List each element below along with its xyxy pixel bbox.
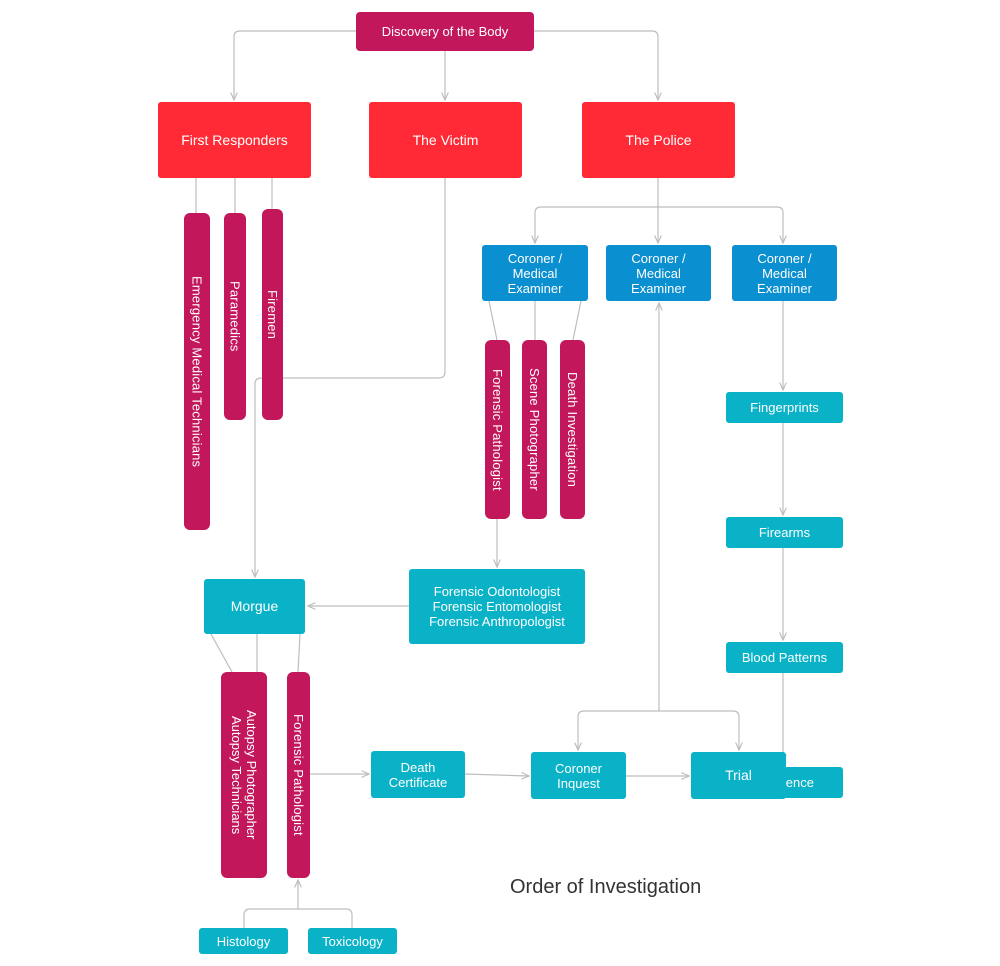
label-scene-photographer: Scene Photographer	[527, 368, 542, 491]
connector-police-coroner-right	[658, 206, 783, 243]
connector-discovery-police	[534, 30, 658, 100]
node-scene-photographer[interactable]: Scene Photographer	[522, 340, 547, 519]
node-coroner-inquest[interactable]: Coroner Inquest	[531, 752, 626, 799]
node-coroner-medical-examiner-right[interactable]: Coroner / Medical Examiner	[732, 245, 837, 301]
node-emergency-medical-technicians[interactable]: Emergency Medical Technicians	[184, 213, 210, 530]
node-trial[interactable]: Trial	[691, 752, 786, 799]
label-forensic-pathologist-morgue: Forensic Pathologist	[291, 714, 306, 836]
connector-histology-pathologist	[243, 908, 353, 928]
label-emt: Emergency Medical Technicians	[189, 275, 205, 468]
node-firearms[interactable]: Firearms	[726, 517, 843, 548]
connector-morgue-autopsy-left	[210, 633, 233, 673]
connector-coroner-investigation	[572, 300, 582, 341]
node-death-investigation[interactable]: Death Investigation	[560, 340, 585, 519]
node-fingerprints[interactable]: Fingerprints	[726, 392, 843, 423]
node-coroner-medical-examiner-left[interactable]: Coroner / Medical Examiner	[482, 245, 588, 301]
label-death-investigation: Death Investigation	[565, 371, 580, 488]
label-forensic-pathologist-scene: Forensic Pathologist	[490, 368, 505, 491]
node-forensic-pathologist-morgue[interactable]: Forensic Pathologist	[287, 672, 310, 878]
node-the-police[interactable]: The Police	[582, 102, 735, 178]
node-histology[interactable]: Histology	[199, 928, 288, 954]
node-forensic-specialists[interactable]: Forensic Odontologist Forensic Entomolog…	[409, 569, 585, 644]
connector-loop-trial	[659, 710, 739, 750]
connector-morgue-pathologist	[297, 633, 301, 673]
connector-discovery-first-responders	[234, 30, 356, 100]
label-autopsy-technicians-photographer: Autopsy Photographer Autopsy Technicians	[229, 710, 259, 840]
node-death-certificate[interactable]: Death Certificate	[371, 751, 465, 798]
node-toxicology[interactable]: Toxicology	[308, 928, 397, 954]
node-firemen[interactable]: Firemen	[262, 209, 283, 420]
node-coroner-medical-examiner-middle[interactable]: Coroner / Medical Examiner	[606, 245, 711, 301]
node-autopsy-technicians-photographer[interactable]: Autopsy Photographer Autopsy Technicians	[221, 672, 267, 878]
node-morgue[interactable]: Morgue	[204, 579, 305, 634]
connector-coroner-pathologist	[488, 300, 498, 341]
node-first-responders[interactable]: First Responders	[158, 102, 311, 178]
diagram-caption: Order of Investigation	[510, 876, 702, 898]
node-blood-patterns[interactable]: Blood Patterns	[726, 642, 843, 673]
label-paramedics: Paramedics	[227, 281, 243, 352]
label-firemen: Firemen	[265, 289, 280, 340]
connector-loop-inquest	[578, 710, 659, 750]
node-forensic-pathologist-scene[interactable]: Forensic Pathologist	[485, 340, 510, 519]
node-discovery-of-the-body[interactable]: Discovery of the Body	[356, 12, 534, 51]
connector-police-coroner-left	[535, 178, 659, 243]
node-paramedics[interactable]: Paramedics	[224, 213, 246, 420]
connector-certificate-inquest	[464, 774, 529, 776]
connector-victim-morgue	[255, 178, 446, 577]
node-the-victim[interactable]: The Victim	[369, 102, 522, 178]
